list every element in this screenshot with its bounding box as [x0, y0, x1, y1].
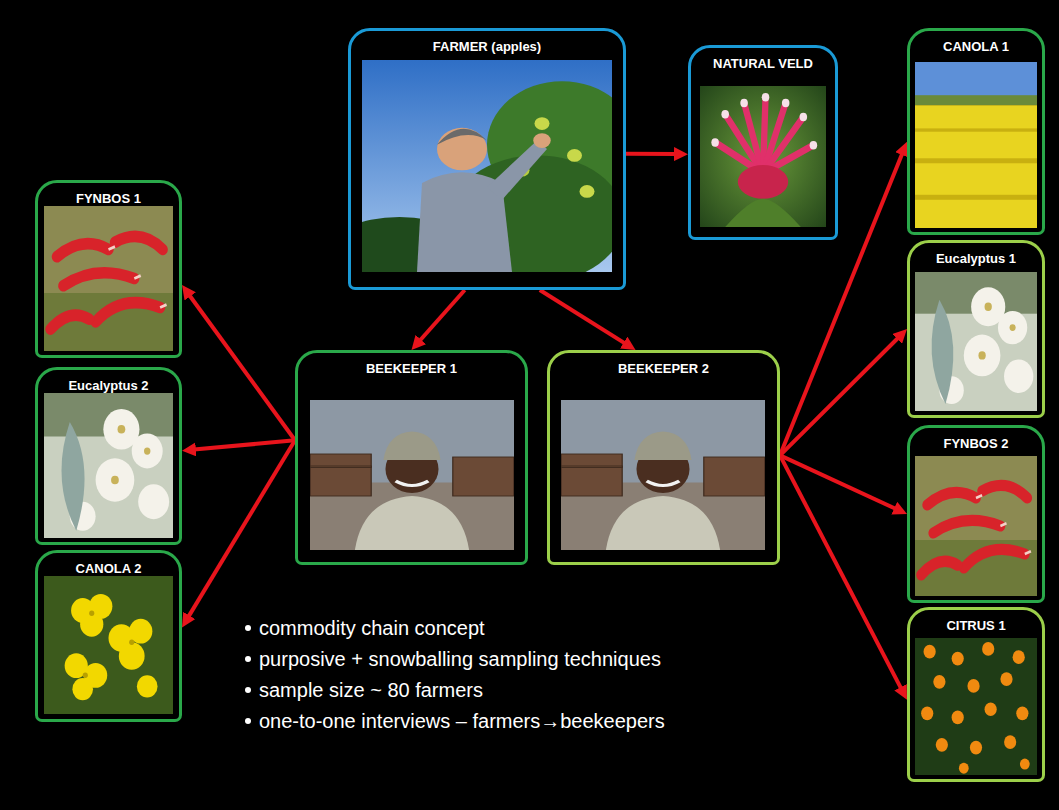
habitat-box: NATURAL VELD: [688, 45, 838, 240]
bullet-text: sample size ~ 80 farmers: [259, 679, 483, 701]
heading-row: FYNBOS 1: [38, 183, 179, 207]
forage-box: FYNBOS 1: [35, 180, 182, 358]
heading-row: CITRUS 1: [910, 610, 1042, 634]
bullet-text: one-to-one interviews – farmers→beekeepe…: [259, 710, 665, 732]
flow-arrow: [188, 440, 295, 617]
heading-row: Eucalyptus 2: [38, 370, 179, 394]
bullet-row: purposive + snowballing sampling techniq…: [243, 647, 665, 678]
flow-arrow: [194, 440, 295, 449]
heading-row: BEEKEEPER 2: [550, 353, 777, 377]
flow-arrow: [780, 455, 896, 509]
forage-box: CITRUS 1: [907, 607, 1045, 782]
box-heading: CITRUS 1: [946, 618, 1005, 633]
flow-arrow: [540, 290, 626, 344]
box-heading: FARMER (apples): [433, 39, 541, 54]
beekeeper-photo: [561, 400, 765, 550]
forage-box: Eucalyptus 2: [35, 367, 182, 545]
box-heading: BEEKEEPER 2: [618, 361, 709, 376]
beekeeper-box: BEEKEEPER 2: [547, 350, 780, 565]
bullet-row: sample size ~ 80 farmers: [243, 678, 665, 709]
flow-arrow: [189, 295, 295, 441]
flow-arrow: [626, 152, 676, 156]
forage-box: CANOLA 2: [35, 550, 182, 722]
box-heading: Eucalyptus 2: [68, 378, 148, 393]
flow-arrow: [780, 455, 901, 689]
box-heading: FYNBOS 2: [943, 436, 1008, 451]
heading-row: CANOLA 2: [38, 553, 179, 577]
forage-box: CANOLA 1: [907, 28, 1045, 235]
bullet-dot: [245, 718, 251, 724]
box-heading: NATURAL VELD: [713, 56, 813, 71]
eucalyptus-photo: [44, 393, 173, 538]
farmer-photo: [325, 60, 638, 293]
heading-row: FYNBOS 2: [910, 428, 1042, 452]
heading-row: BEEKEEPER 1: [298, 353, 525, 377]
eucalyptus-photo: [915, 272, 1037, 411]
flow-arrow: [780, 153, 902, 455]
bullet-row: commodity chain concept: [243, 616, 665, 647]
bullet-dot: [245, 687, 251, 693]
box-heading: FYNBOS 1: [76, 191, 141, 206]
box-heading: BEEKEEPER 1: [366, 361, 457, 376]
canola-photo: [44, 576, 173, 714]
fynbos-photo: [915, 456, 1037, 596]
beekeeper-box: BEEKEEPER 1: [295, 350, 528, 565]
forage-box: Eucalyptus 1: [907, 240, 1045, 418]
bullet-dot: [245, 625, 251, 631]
forage-box: FYNBOS 2: [907, 425, 1045, 603]
veld-photo: [700, 86, 826, 227]
heading-row: FARMER (apples): [351, 31, 623, 55]
bullet-dot: [245, 656, 251, 662]
fynbos-photo: [44, 206, 173, 351]
box-heading: CANOLA 2: [76, 561, 142, 576]
box-heading: CANOLA 1: [943, 39, 1009, 54]
bullet-text: purposive + snowballing sampling techniq…: [259, 648, 661, 670]
bullet-text: commodity chain concept: [259, 617, 485, 639]
bullet-list: commodity chain concept purposive + snowb…: [243, 616, 665, 740]
canola-photo: [915, 62, 1037, 228]
source-box: FARMER (apples): [348, 28, 626, 290]
citrus-photo: [915, 638, 1037, 775]
bullet-row: one-to-one interviews – farmers→beekeepe…: [243, 709, 665, 740]
box-heading: Eucalyptus 1: [936, 251, 1016, 266]
heading-row: Eucalyptus 1: [910, 243, 1042, 267]
heading-row: CANOLA 1: [910, 31, 1042, 55]
flow-arrow: [780, 337, 898, 455]
flow-arrow: [419, 290, 464, 341]
heading-row: NATURAL VELD: [691, 48, 835, 72]
beekeeper-photo: [310, 400, 514, 550]
